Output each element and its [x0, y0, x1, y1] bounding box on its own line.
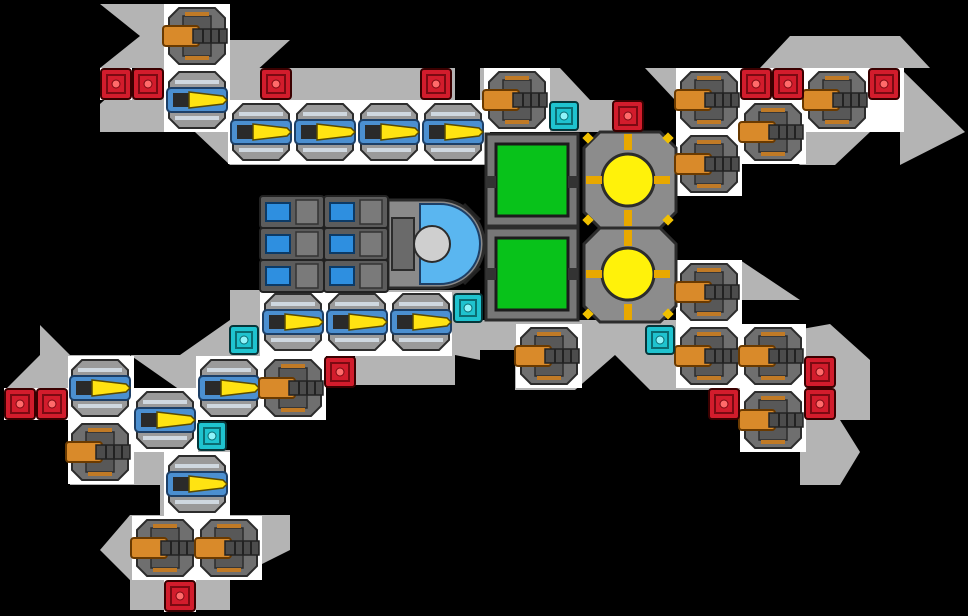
cannon-turret-7[interactable]: [674, 263, 740, 321]
cannon-turret-5[interactable]: [738, 103, 804, 161]
armor-block-13[interactable]: [4, 388, 36, 420]
shield-block-1[interactable]: [549, 101, 579, 131]
armor-block-11[interactable]: [708, 388, 740, 420]
cannon-turret-9[interactable]: [674, 327, 740, 385]
armor-block-1[interactable]: [100, 68, 132, 100]
armor-block-14[interactable]: [36, 388, 68, 420]
cargo-storage-bottom[interactable]: [484, 226, 580, 322]
shield-block-5[interactable]: [197, 421, 227, 451]
command-module[interactable]: [386, 198, 486, 290]
cargo-storage-top[interactable]: [484, 132, 580, 228]
armor-block-12[interactable]: [804, 388, 836, 420]
laser-turret-7[interactable]: [326, 293, 388, 351]
shield-block-3[interactable]: [229, 325, 259, 355]
cannon-turret-15[interactable]: [194, 519, 260, 577]
reactor-top[interactable]: [582, 130, 678, 230]
armor-block-4[interactable]: [420, 68, 452, 100]
cannon-turret-4[interactable]: [802, 71, 868, 129]
battery-bank[interactable]: [259, 195, 389, 293]
laser-turret-8[interactable]: [390, 293, 452, 351]
cannon-turret-3[interactable]: [674, 71, 740, 129]
cannon-turret-12[interactable]: [258, 359, 324, 417]
cannon-turret-1[interactable]: [162, 7, 228, 65]
armor-block-9[interactable]: [324, 356, 356, 388]
reactor-bottom[interactable]: [582, 226, 678, 324]
armor-block-5[interactable]: [612, 100, 644, 132]
armor-block-3[interactable]: [260, 68, 292, 100]
laser-turret-2[interactable]: [230, 103, 292, 161]
armor-block-6[interactable]: [740, 68, 772, 100]
laser-turret-12[interactable]: [166, 455, 228, 513]
armor-block-7[interactable]: [772, 68, 804, 100]
laser-turret-9[interactable]: [69, 359, 131, 417]
shield-block-2[interactable]: [645, 325, 675, 355]
armor-block-15[interactable]: [164, 580, 196, 612]
laser-turret-1[interactable]: [166, 71, 228, 129]
laser-turret-5[interactable]: [422, 103, 484, 161]
armor-block-10[interactable]: [804, 356, 836, 388]
cannon-turret-10[interactable]: [738, 327, 804, 385]
laser-turret-10[interactable]: [198, 359, 260, 417]
laser-turret-3[interactable]: [294, 103, 356, 161]
armor-block-8[interactable]: [868, 68, 900, 100]
cannon-turret-2[interactable]: [482, 71, 548, 129]
cannon-turret-8[interactable]: [514, 327, 580, 385]
laser-turret-4[interactable]: [358, 103, 420, 161]
armor-block-2[interactable]: [132, 68, 164, 100]
cannon-turret-13[interactable]: [65, 423, 131, 481]
cannon-turret-6[interactable]: [674, 135, 740, 193]
cannon-turret-11[interactable]: [738, 391, 804, 449]
laser-turret-6[interactable]: [262, 293, 324, 351]
shield-block-4[interactable]: [453, 293, 483, 323]
cannon-turret-14[interactable]: [130, 519, 196, 577]
laser-turret-11[interactable]: [134, 391, 196, 449]
